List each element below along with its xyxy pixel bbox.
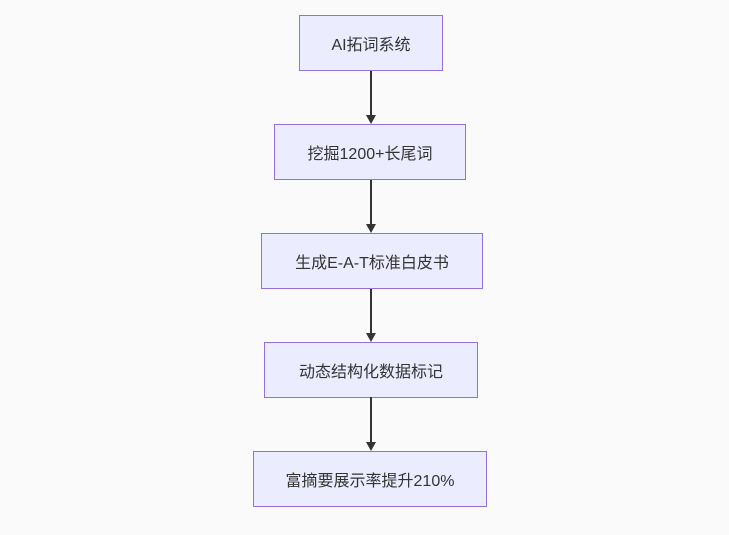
arrow-head-icon	[366, 442, 376, 451]
flow-node-mine-longtail-keywords: 挖掘1200+长尾词	[274, 124, 466, 180]
arrow-line	[370, 71, 372, 115]
flow-arrow-d-to-e	[365, 397, 377, 451]
arrow-line	[370, 397, 372, 442]
arrow-line	[370, 289, 372, 333]
flow-node-label: 挖掘1200+长尾词	[307, 146, 433, 163]
flow-arrow-c-to-d	[365, 289, 377, 342]
arrow-head-icon	[366, 115, 376, 124]
flow-node-ai-word-expansion-system: AI拓词系统	[299, 15, 443, 71]
flow-node-eat-whitepaper: 生成E-A-T标准白皮书	[261, 233, 483, 289]
flow-node-label: 富摘要展示率提升210%	[285, 473, 455, 490]
arrow-line	[370, 180, 372, 224]
arrow-head-icon	[366, 224, 376, 233]
flow-node-label: 生成E-A-T标准白皮书	[295, 255, 449, 272]
flow-arrow-a-to-b	[365, 71, 377, 124]
arrow-head-icon	[366, 333, 376, 342]
flow-node-label: 动态结构化数据标记	[298, 364, 443, 381]
flow-arrow-b-to-c	[365, 180, 377, 233]
flow-node-label: AI拓词系统	[331, 37, 411, 54]
flow-node-rich-snippet-rate: 富摘要展示率提升210%	[253, 451, 487, 507]
flow-node-structured-data-markup: 动态结构化数据标记	[264, 342, 478, 398]
